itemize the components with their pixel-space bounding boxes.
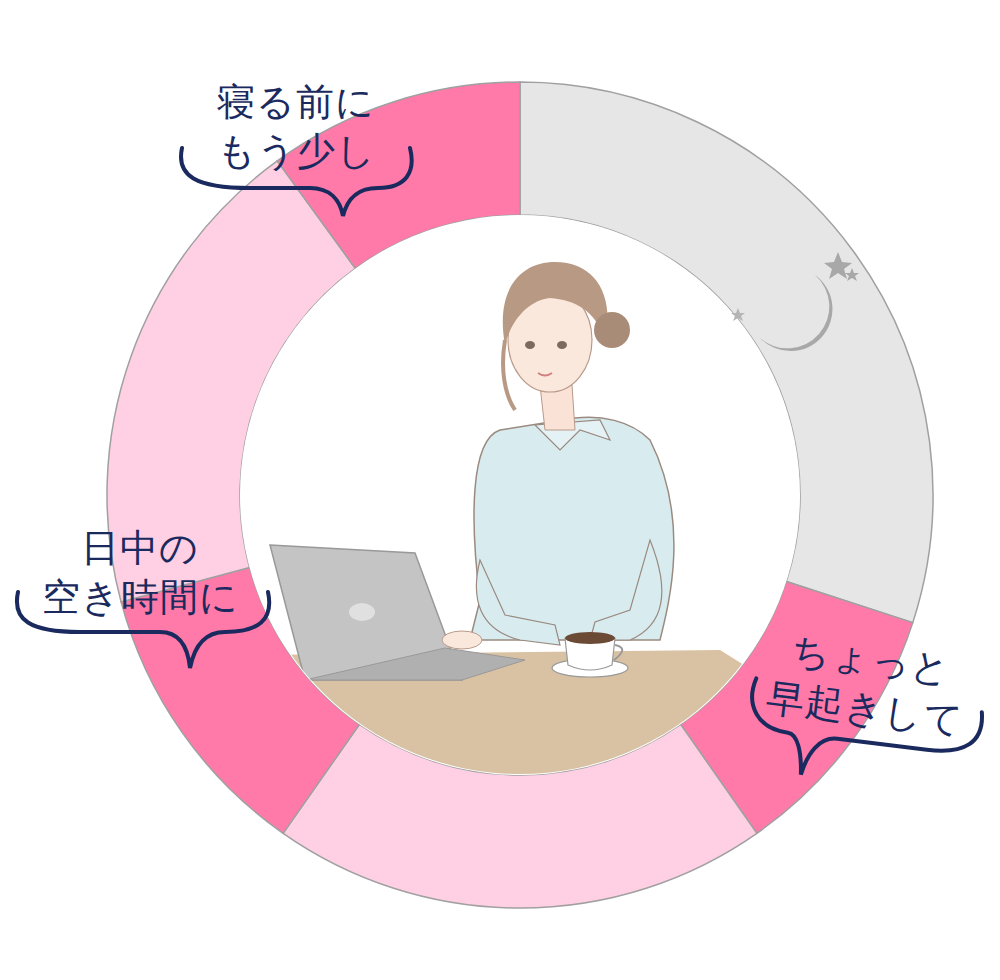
donut-ring [107, 82, 933, 908]
callout-label: 寝る前に もう少し [217, 78, 376, 177]
moon-icon [731, 252, 859, 351]
callout-label: 日中の 空き時間に [42, 524, 239, 623]
woman-illustration [255, 262, 800, 780]
